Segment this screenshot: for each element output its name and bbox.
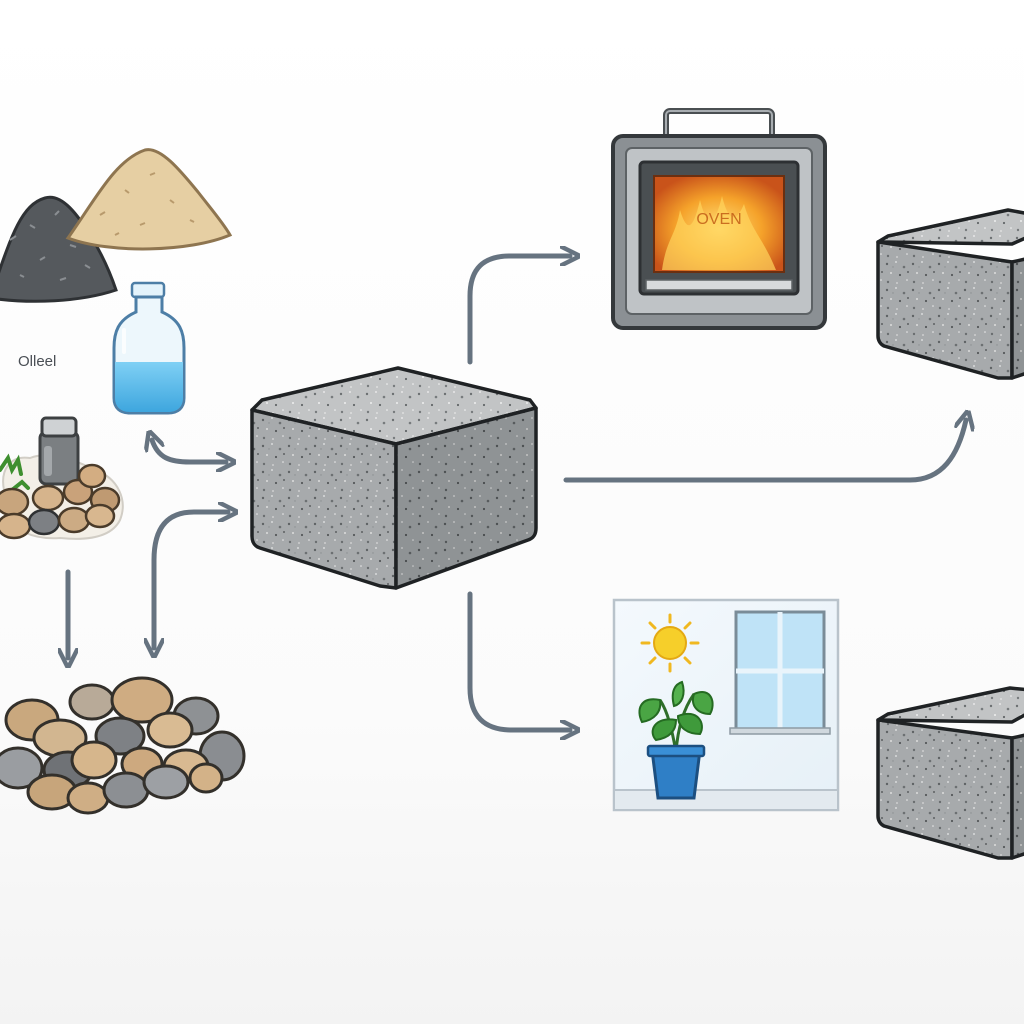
concrete-block-icon [876,686,1024,860]
arrow-block-to-cured-block [563,420,966,483]
water-bottle-icon [112,281,186,415]
concrete-block-icon [876,208,1024,380]
ingredient-label: Olleel [18,353,56,370]
potted-plant-icon [638,680,714,800]
flow-arrows-left [68,440,228,658]
sun-icon [640,613,700,673]
concrete-block-icon [250,366,538,590]
oven-icon: OVEN [611,108,827,330]
pebble-pile-icon [0,463,121,540]
aggregate-pile-icon [0,676,246,815]
arrow-block-to-room [467,591,570,730]
oven-label: OVEN [696,211,741,228]
arrow-pebbles-to-block [154,512,228,648]
arrow-block-to-oven [467,256,570,365]
sand-pile-icon [65,148,233,251]
flow-arrows-center [467,256,966,730]
arrow-bottle-to-block [152,440,226,462]
